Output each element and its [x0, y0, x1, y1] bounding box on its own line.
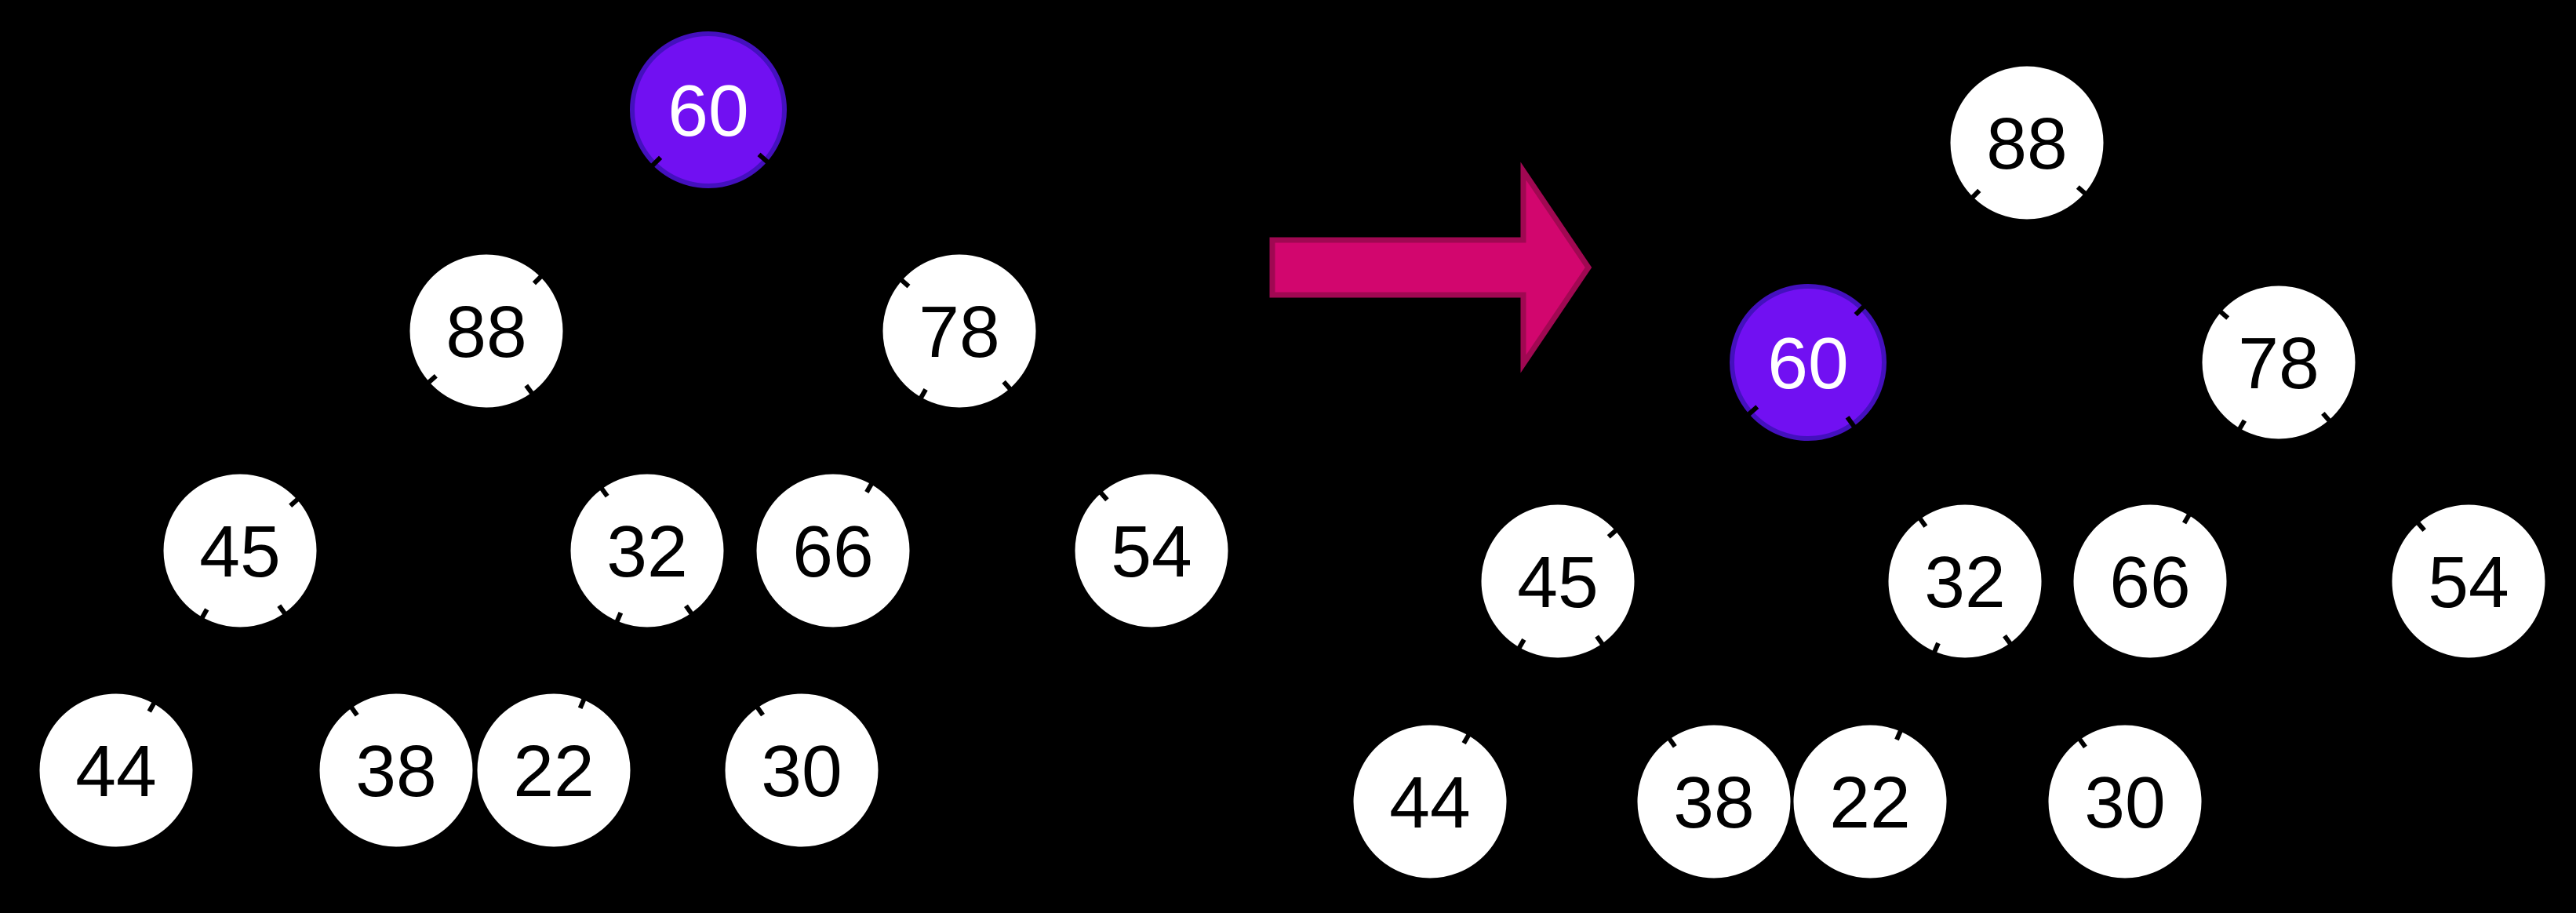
node-circle	[477, 693, 631, 847]
node-circle	[882, 254, 1036, 408]
node-value: 30	[761, 730, 842, 812]
right-arrow-icon	[1269, 162, 1592, 373]
tree-edge	[684, 604, 765, 717]
tree-edge	[1461, 638, 1526, 745]
tree-before: 60 88 78 45 32 66 54 44 38 22 30	[39, 31, 1228, 847]
tree-edge	[1002, 380, 1109, 502]
tree-node-66: 66	[2073, 504, 2227, 658]
node-circle	[163, 474, 317, 627]
tree-edge	[289, 373, 438, 508]
tree-edge	[532, 155, 663, 286]
tree-after: 88 60 78 45 32 66 54 44 38 22 30	[1353, 66, 2545, 878]
node-circle	[725, 693, 879, 847]
tree-node-78: 78	[882, 254, 1036, 408]
node-value: 30	[2084, 762, 2165, 843]
tree-node-66: 66	[756, 474, 910, 627]
tree-edge	[757, 152, 911, 289]
node-circle	[2048, 725, 2202, 878]
tree-edge	[2076, 185, 2230, 320]
tree-node-44: 44	[1353, 725, 1507, 878]
tree-node-highlighted-60: 60	[1730, 284, 1887, 441]
node-circle	[1075, 474, 1228, 627]
node-value: 78	[2238, 322, 2319, 404]
node-value: 32	[1924, 541, 2005, 623]
tree-node-54: 54	[1075, 474, 1228, 627]
node-circle	[1353, 725, 1507, 878]
node-circle	[1730, 284, 1887, 441]
tree-node-45: 45	[163, 474, 317, 627]
node-circle	[39, 693, 193, 847]
tree-edge	[1894, 642, 1941, 741]
tree-node-32: 32	[1888, 504, 2042, 658]
node-value: 45	[1517, 541, 1598, 623]
node-circle	[756, 474, 910, 627]
tree-node-30: 30	[725, 693, 879, 847]
node-value: 38	[1673, 762, 1754, 843]
node-value: 88	[1986, 103, 2067, 184]
node-circle	[1950, 66, 2104, 220]
tree-node-38: 38	[1637, 725, 1791, 878]
tree-node-22: 22	[1793, 725, 1947, 878]
node-value: 44	[75, 730, 156, 812]
node-value: 54	[1111, 511, 1192, 592]
node-value: 66	[2109, 541, 2190, 623]
node-value: 60	[1767, 322, 1848, 404]
tree-node-30: 30	[2048, 725, 2202, 878]
tree-edge	[1845, 416, 1928, 528]
node-circle	[2073, 504, 2227, 658]
node-value: 66	[792, 511, 873, 592]
tree-node-38: 38	[319, 693, 473, 847]
node-value: 38	[355, 730, 436, 812]
tree-node-88: 88	[1950, 66, 2104, 220]
node-value: 32	[606, 511, 687, 592]
tree-edge	[2321, 412, 2426, 532]
node-value: 60	[668, 70, 748, 151]
tree-edge	[147, 608, 209, 713]
tree-node-78: 78	[2202, 286, 2356, 439]
tree-node-45: 45	[1481, 504, 1635, 658]
tree-edge	[1854, 188, 1981, 317]
node-circle	[1793, 725, 1947, 878]
node-value: 78	[919, 291, 999, 373]
tree-node-22: 22	[477, 693, 631, 847]
tree-edge	[864, 388, 928, 493]
tree-edge	[577, 611, 624, 710]
node-circle	[319, 693, 473, 847]
tree-node-54: 54	[2392, 504, 2545, 658]
node-circle	[570, 474, 724, 627]
node-value: 45	[199, 511, 280, 592]
tree-edge	[2181, 419, 2247, 525]
node-circle	[409, 254, 563, 408]
tree-node-88: 88	[409, 254, 563, 408]
tree-node-44: 44	[39, 693, 193, 847]
node-circle	[630, 31, 787, 188]
tree-edge	[2003, 634, 2087, 749]
tree-edge	[524, 384, 609, 498]
tree-edge	[1595, 635, 1677, 748]
node-circle	[2202, 286, 2356, 439]
node-value: 54	[2428, 541, 2509, 623]
tree-edge	[1606, 405, 1759, 539]
node-value: 22	[1829, 762, 1910, 843]
tree-node-32: 32	[570, 474, 724, 627]
node-circle	[1637, 725, 1791, 878]
node-circle	[1888, 504, 2042, 658]
node-circle	[2392, 504, 2545, 658]
node-value: 88	[446, 291, 526, 373]
node-value: 22	[513, 730, 594, 812]
tree-edge	[277, 604, 359, 717]
tree-node-highlighted-60: 60	[630, 31, 787, 188]
node-value: 44	[1389, 762, 1470, 843]
node-circle	[1481, 504, 1635, 658]
